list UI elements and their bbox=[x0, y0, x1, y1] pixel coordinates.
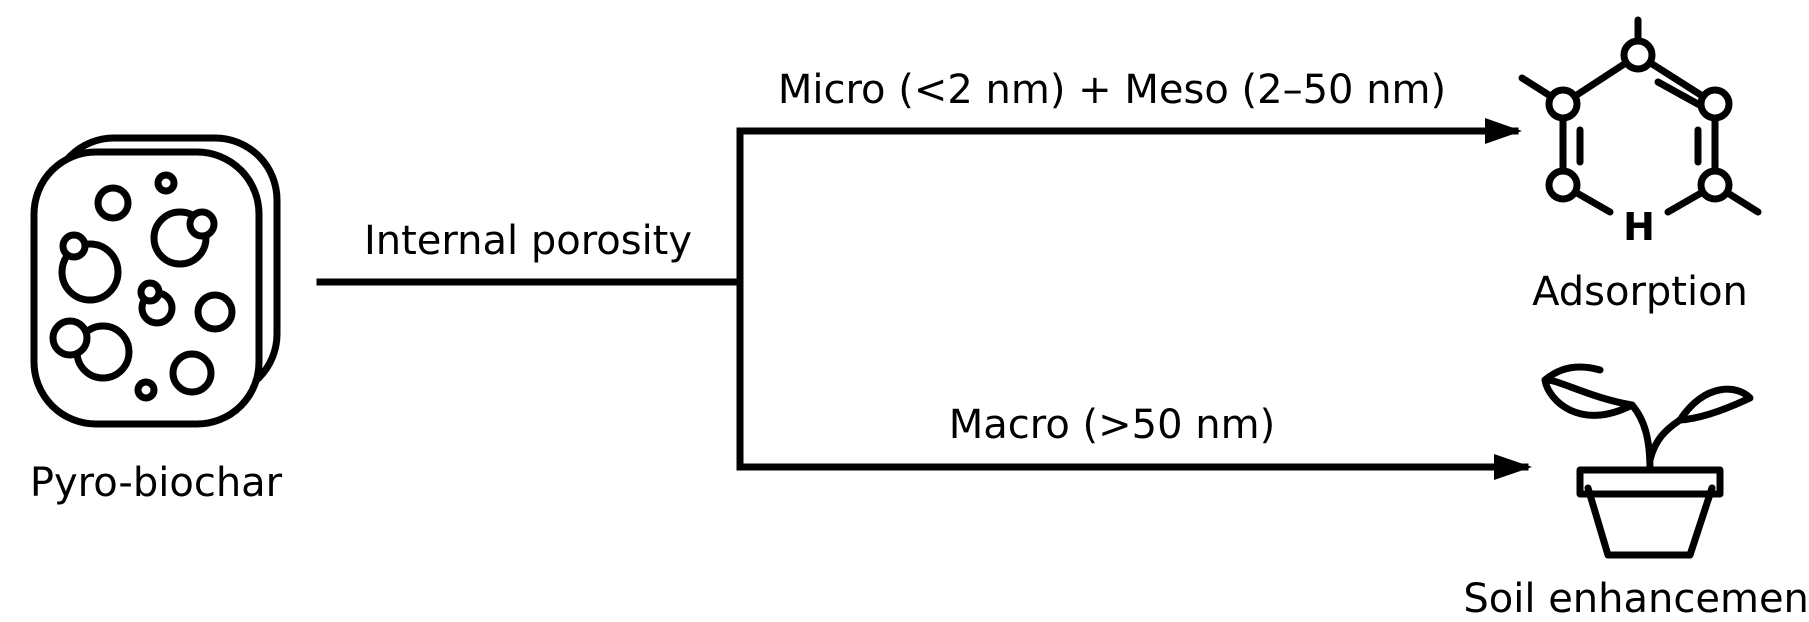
soil-label: Soil enhancement bbox=[1463, 576, 1809, 622]
potted-plant-icon bbox=[1541, 363, 1754, 559]
lower-branch-label: Macro (>50 nm) bbox=[949, 402, 1275, 448]
connector-lines bbox=[316, 127, 1529, 471]
upper-branch-label: Micro (<2 nm) + Meso (2–50 nm) bbox=[778, 67, 1446, 113]
lower-arrowhead bbox=[1494, 454, 1532, 480]
trunk-label: Internal porosity bbox=[364, 218, 692, 264]
source-label: Pyro-biochar bbox=[30, 460, 283, 506]
ring-atom-label: H bbox=[1623, 205, 1655, 249]
upper-arrowhead bbox=[1485, 118, 1522, 144]
adsorption-label: Adsorption bbox=[1532, 269, 1748, 315]
porous-biochar-icon bbox=[30, 134, 281, 428]
molecule-ring-icon bbox=[1518, 16, 1762, 216]
